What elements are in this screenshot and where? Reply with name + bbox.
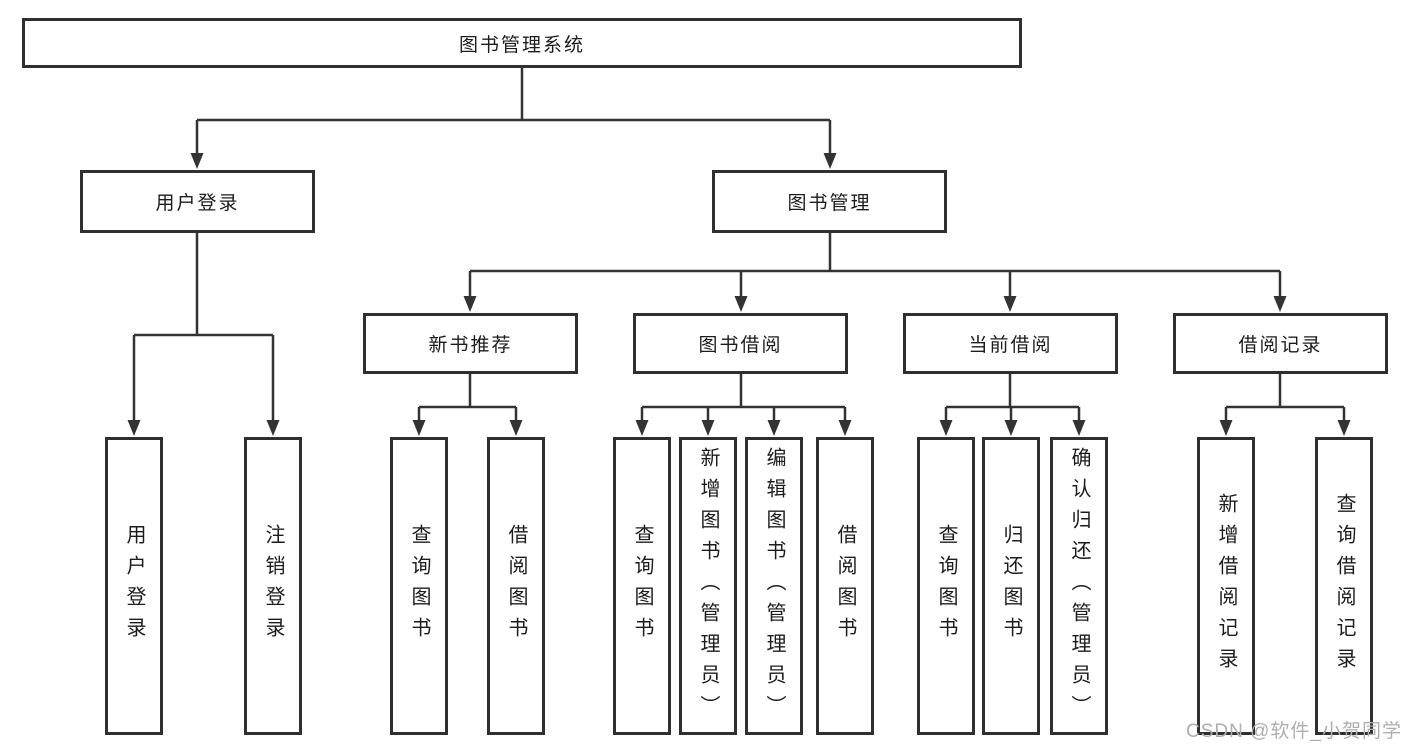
leaf-query-books-borrowing: 查询图书 — [613, 437, 671, 735]
node-book-management-label: 图书管理 — [787, 193, 872, 214]
leaf-borrow-books-borrowing: 借阅图书 — [816, 437, 874, 735]
node-new-book-recommend-label: 新书推荐 — [428, 335, 513, 356]
leaf-query-books-recommend: 查询图书 — [390, 437, 448, 735]
leaf-return-books-label: 归还图书 — [1000, 524, 1022, 648]
leaf-query-borrow-record: 查询借阅记录 — [1315, 437, 1373, 735]
leaf-confirm-return-admin-label: 确认归还（管理员） — [1068, 446, 1090, 726]
leaf-borrow-books-recommend-label: 借阅图书 — [505, 524, 527, 648]
leaf-add-book-admin-label: 新增图书（管理员） — [697, 446, 719, 726]
leaf-query-books-recommend-label: 查询图书 — [408, 524, 430, 648]
node-borrowing-records: 借阅记录 — [1173, 313, 1388, 374]
leaf-add-book-admin: 新增图书（管理员） — [679, 437, 737, 735]
leaf-borrow-books-borrowing-label: 借阅图书 — [834, 524, 856, 648]
leaf-query-books-current: 查询图书 — [917, 437, 975, 735]
leaf-confirm-return-admin: 确认归还（管理员） — [1050, 437, 1108, 735]
csdn-watermark: CSDN @软件_小贺同学 — [1186, 721, 1402, 742]
leaf-query-books-borrowing-label: 查询图书 — [631, 524, 653, 648]
node-new-book-recommend: 新书推荐 — [363, 313, 578, 374]
leaf-user-login-label: 用户登录 — [123, 524, 145, 648]
leaf-return-books: 归还图书 — [982, 437, 1040, 735]
arrowheads — [127, 153, 1351, 436]
node-current-borrowing: 当前借阅 — [903, 313, 1118, 374]
leaf-logout-label: 注销登录 — [262, 524, 284, 648]
leaf-logout: 注销登录 — [244, 437, 302, 735]
leaf-add-borrow-record-label: 新增借阅记录 — [1215, 493, 1237, 679]
node-borrowing-records-label: 借阅记录 — [1238, 335, 1323, 356]
leaf-user-login: 用户登录 — [105, 437, 163, 735]
node-book-borrowing-label: 图书借阅 — [698, 335, 783, 356]
leaf-query-borrow-record-label: 查询借阅记录 — [1333, 493, 1355, 679]
connector-path — [132, 68, 1346, 423]
node-root-label: 图书管理系统 — [458, 34, 585, 56]
leaf-query-books-current-label: 查询图书 — [935, 524, 957, 648]
node-root: 图书管理系统 — [22, 18, 1022, 68]
node-user-login-label: 用户登录 — [155, 193, 240, 214]
node-current-borrowing-label: 当前借阅 — [968, 335, 1053, 356]
leaf-add-borrow-record: 新增借阅记录 — [1197, 437, 1255, 735]
leaf-edit-book-admin: 编辑图书（管理员） — [745, 437, 803, 735]
node-book-management: 图书管理 — [712, 170, 947, 233]
leaf-edit-book-admin-label: 编辑图书（管理员） — [763, 446, 785, 726]
node-book-borrowing: 图书借阅 — [633, 313, 848, 374]
node-user-login: 用户登录 — [80, 170, 315, 233]
leaf-borrow-books-recommend: 借阅图书 — [487, 437, 545, 735]
